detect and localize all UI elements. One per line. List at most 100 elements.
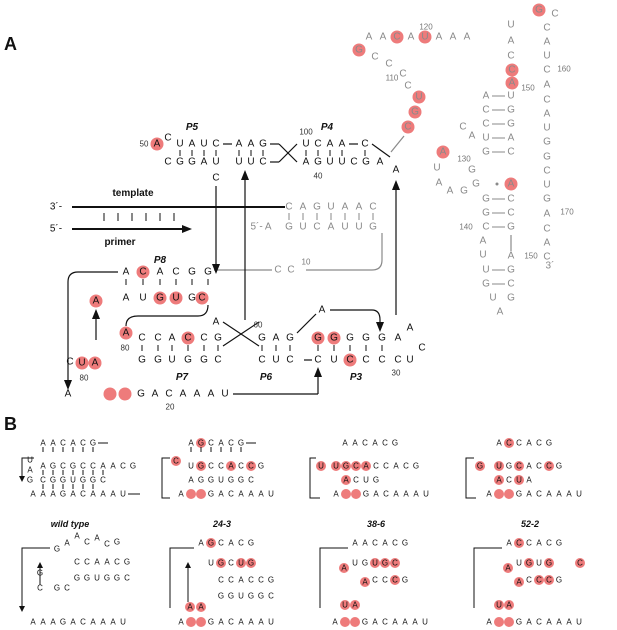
- svg-text:G: G: [184, 355, 192, 366]
- variant-label-38-6: 38-6: [367, 519, 386, 529]
- svg-text:G: G: [214, 333, 222, 344]
- svg-text:A: A: [544, 238, 551, 249]
- svg-text:C: C: [543, 65, 550, 76]
- svg-text:C: C: [258, 576, 264, 585]
- svg-text:G: G: [362, 559, 368, 568]
- svg-text:C: C: [506, 439, 512, 448]
- svg-text:C: C: [60, 439, 66, 448]
- svg-text:A: A: [50, 439, 56, 448]
- svg-text:A: A: [469, 131, 476, 142]
- svg-text:U: U: [415, 92, 422, 103]
- svg-text:G: G: [413, 462, 419, 471]
- svg-text:C: C: [100, 476, 106, 485]
- svg-text:G: G: [362, 618, 368, 627]
- num-50: 50: [140, 140, 149, 149]
- svg-text:G: G: [516, 618, 522, 627]
- svg-text:G: G: [482, 208, 490, 219]
- svg-text:U: U: [247, 157, 254, 168]
- svg-text:A: A: [436, 32, 443, 43]
- svg-text:C: C: [382, 618, 388, 627]
- svg-text:U: U: [543, 180, 550, 191]
- svg-text:U: U: [299, 222, 306, 233]
- svg-text:A: A: [218, 618, 224, 627]
- svg-text:A: A: [483, 91, 490, 102]
- svg-text:C: C: [546, 576, 552, 585]
- svg-text:G: G: [343, 462, 349, 471]
- svg-text:A: A: [218, 490, 224, 499]
- num-110: 110: [386, 74, 399, 83]
- primer-label: primer: [104, 237, 135, 248]
- svg-text:C: C: [404, 81, 411, 92]
- svg-text:G: G: [218, 559, 224, 568]
- svg-text:C: C: [369, 202, 376, 213]
- svg-text:A: A: [110, 618, 116, 627]
- primer-5prime-label: 5´-: [50, 223, 62, 235]
- svg-text:U: U: [422, 618, 428, 627]
- svg-text:A: A: [70, 439, 76, 448]
- svg-text:A: A: [380, 32, 387, 43]
- svg-text:U: U: [238, 592, 244, 601]
- svg-text:A: A: [40, 439, 46, 448]
- svg-text:A: A: [526, 439, 532, 448]
- svg-text:A: A: [123, 293, 130, 304]
- svg-text:A: A: [496, 439, 502, 448]
- svg-text:A: A: [342, 439, 348, 448]
- svg-text:U: U: [433, 163, 440, 174]
- svg-text:U: U: [576, 490, 582, 499]
- svg-text:U: U: [172, 293, 179, 304]
- svg-text:A: A: [566, 618, 572, 627]
- num-130: 130: [457, 155, 471, 164]
- svg-text:A: A: [516, 578, 522, 587]
- svg-text:U: U: [479, 250, 486, 261]
- svg-text:A: A: [169, 333, 176, 344]
- svg-text:G: G: [346, 333, 354, 344]
- svg-text:C: C: [392, 559, 398, 568]
- svg-text:A: A: [408, 32, 415, 43]
- svg-text:G: G: [208, 490, 214, 499]
- svg-text:G: G: [60, 476, 66, 485]
- svg-text:C: C: [208, 439, 214, 448]
- svg-text:G: G: [156, 293, 164, 304]
- num-180: 170: [560, 208, 574, 217]
- svg-text:A: A: [509, 78, 516, 89]
- svg-text:G: G: [507, 222, 515, 233]
- svg-text:C: C: [40, 476, 46, 485]
- svg-text:G: G: [535, 5, 543, 16]
- svg-text:G: G: [507, 105, 515, 116]
- svg-text:G: G: [382, 559, 388, 568]
- svg-text:G: G: [355, 45, 363, 56]
- svg-text:A: A: [508, 36, 515, 47]
- svg-text:C: C: [313, 222, 320, 233]
- svg-text:C: C: [228, 576, 234, 585]
- svg-text:A: A: [526, 476, 532, 485]
- svg-text:C: C: [543, 252, 550, 263]
- svg-text:G: G: [392, 439, 398, 448]
- svg-text:G: G: [363, 490, 369, 499]
- svg-text:G: G: [285, 222, 293, 233]
- svg-text:C: C: [372, 539, 378, 548]
- svg-text:G: G: [90, 476, 96, 485]
- svg-text:A: A: [194, 389, 201, 400]
- svg-text:A: A: [40, 462, 46, 471]
- svg-text:G: G: [188, 157, 196, 168]
- svg-text:U: U: [238, 559, 244, 568]
- svg-text:A: A: [526, 618, 532, 627]
- svg-text:A: A: [90, 490, 96, 499]
- svg-text:G: G: [482, 279, 490, 290]
- svg-text:A: A: [248, 618, 254, 627]
- svg-text:G: G: [472, 179, 480, 190]
- svg-text:U: U: [576, 618, 582, 627]
- svg-text:G: G: [546, 559, 552, 568]
- svg-text:C: C: [208, 462, 214, 471]
- svg-text:G: G: [114, 538, 120, 547]
- template-label: template: [112, 188, 154, 199]
- svg-text:G: G: [556, 539, 562, 548]
- svg-text:C: C: [418, 343, 425, 354]
- svg-text:C: C: [482, 222, 489, 233]
- svg-text:C: C: [218, 576, 224, 585]
- svg-text:A: A: [319, 305, 326, 316]
